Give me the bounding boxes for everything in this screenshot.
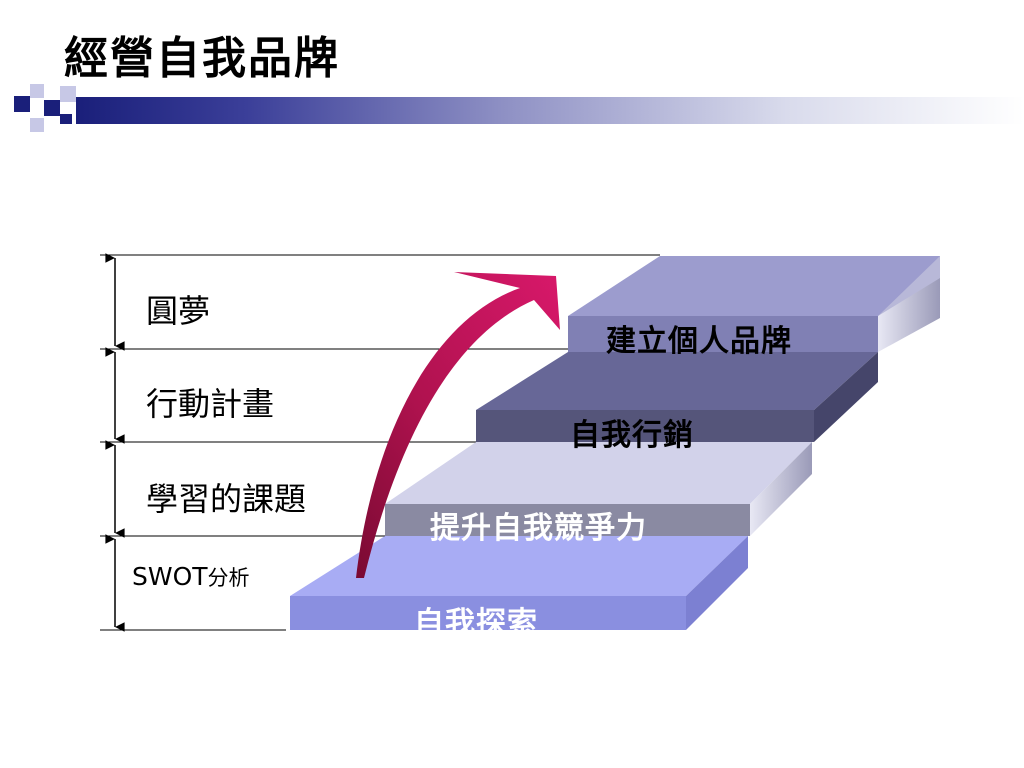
step-label-personal-brand: 建立個人品牌: [606, 324, 792, 359]
swot-sub-text: 分析: [207, 566, 250, 590]
level-label-dream: 圓夢: [146, 292, 211, 330]
decor-square: [14, 96, 30, 112]
step-top-2: [385, 442, 812, 504]
decor-square: [30, 84, 44, 98]
growth-arrow: [356, 272, 560, 578]
step-side-3: [814, 352, 878, 442]
step-top-4: [568, 256, 940, 316]
level-label-swot: SWOT分析: [132, 562, 250, 592]
step-front-2: [385, 504, 750, 536]
step-label-competitiveness: 提升自我競爭力: [430, 511, 647, 546]
step-side-4: [878, 256, 940, 316]
step-top-3: [476, 352, 878, 410]
title-decoration-bar: [76, 97, 1024, 124]
step-top-1: [290, 536, 748, 596]
step-front-3: [476, 410, 814, 442]
decor-square: [60, 86, 76, 102]
slide-title: 經營自我品牌: [64, 33, 340, 84]
step-label-self-exploration: 自我探索: [414, 606, 538, 641]
level-label-action-plan: 行動計畫: [146, 385, 275, 423]
step-side-2: [750, 442, 812, 536]
step-side-4b: [878, 278, 940, 352]
step-front-1: [290, 596, 686, 630]
decor-square: [44, 100, 60, 116]
decor-square: [30, 118, 44, 132]
swot-main-text: SWOT: [132, 562, 208, 591]
level-label-learning-topics: 學習的課題: [146, 480, 307, 518]
step-side-1: [686, 536, 748, 630]
decor-square: [60, 114, 72, 124]
step-label-self-marketing: 自我行銷: [570, 418, 694, 453]
step-front-4: [568, 316, 878, 352]
